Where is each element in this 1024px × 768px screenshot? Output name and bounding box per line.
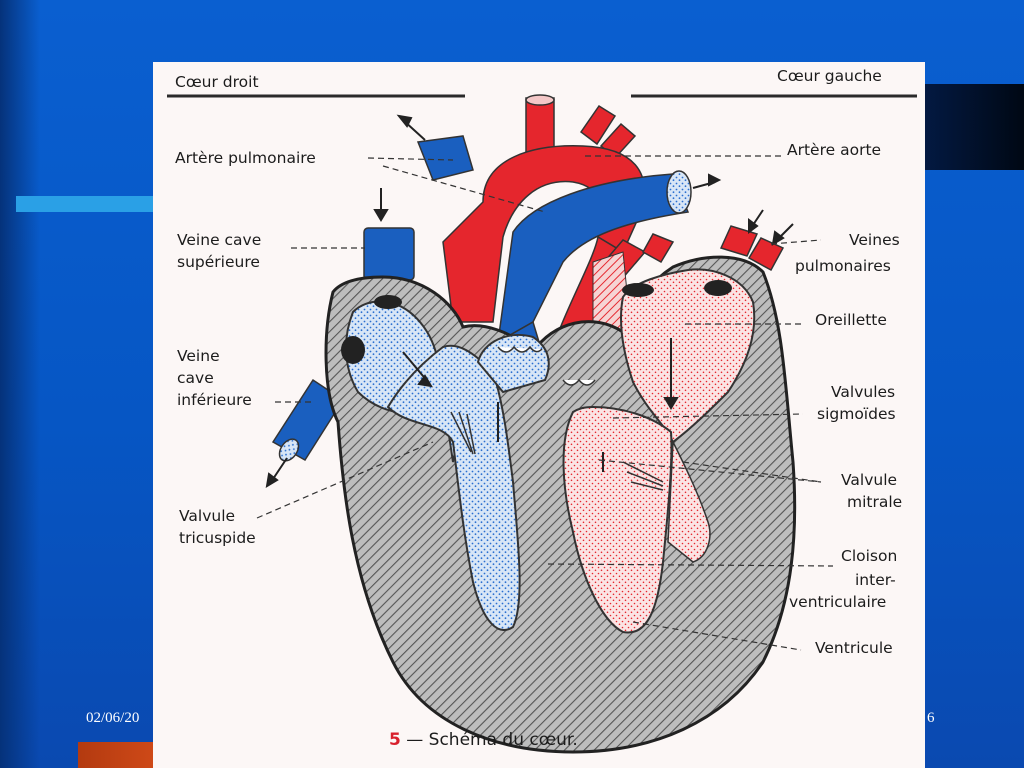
label-cloison-line3: ventriculaire — [789, 593, 887, 611]
left-ventricle-shape — [562, 405, 673, 634]
flow-arrows — [265, 114, 794, 488]
slide-accent-bar-blue — [16, 196, 156, 212]
superior-vena-cava-shape — [363, 227, 415, 281]
label-cloison-line2: inter- — [855, 571, 896, 589]
slide-date: 02/06/20 — [86, 710, 140, 726]
slide-accent-bar-red — [78, 742, 158, 768]
label-oreillette: Oreillette — [815, 311, 887, 329]
slide-page-number: 6 — [927, 710, 935, 726]
figure-caption-number: 5 — [389, 730, 401, 750]
label-valvule-mitrale-line1: Valvule — [841, 471, 898, 489]
label-veine-cave-inferieure-line2: cave — [177, 369, 214, 387]
label-artere-pulmonaire: Artère pulmonaire — [175, 149, 316, 167]
leader-lines — [256, 155, 834, 651]
label-coeur-gauche: Cœur gauche — [777, 67, 882, 85]
label-veine-cave-superieure-line1: Veine cave — [177, 231, 262, 249]
slide-accent-block-dark — [920, 84, 1024, 170]
label-veines-pulmonaires-line2: pulmonaires — [795, 257, 891, 275]
vena-cava-opening — [374, 295, 402, 309]
slide-left-shade — [0, 0, 40, 768]
label-artere-aorte: Artère aorte — [787, 141, 882, 159]
label-valvules-sigmoides-line1: Valvules — [831, 383, 896, 401]
label-veine-cave-inferieure-line3: inférieure — [177, 391, 252, 409]
figure-caption-text: — Schéma du cœur. — [406, 730, 578, 750]
label-veines-pulmonaires-line1: Veines — [849, 231, 900, 249]
valves-shape — [450, 345, 664, 491]
heart-diagram-figure: Cœur droit Cœur gauche Artère pulmonaire… — [153, 62, 925, 768]
label-cloison-line1: Cloison — [841, 547, 898, 565]
label-veine-cave-inferieure-line1: Veine — [177, 347, 220, 365]
label-veine-cave-superieure-line2: supérieure — [177, 253, 260, 271]
label-ventricule: Ventricule — [815, 639, 893, 657]
label-valvule-mitrale-line2: mitrale — [847, 493, 903, 511]
label-valvules-sigmoides-line2: sigmoïdes — [817, 405, 896, 423]
heart-diagram-svg — [167, 94, 917, 754]
right-ventricle-shape — [386, 344, 521, 631]
figure-caption: 5 — Schéma du cœur. — [389, 730, 578, 750]
label-valvule-tricuspide-line1: Valvule — [179, 507, 236, 525]
left-atrium-shape — [620, 268, 756, 444]
label-coeur-droit: Cœur droit — [175, 73, 259, 91]
label-valvule-tricuspide-line2: tricuspide — [179, 529, 256, 547]
